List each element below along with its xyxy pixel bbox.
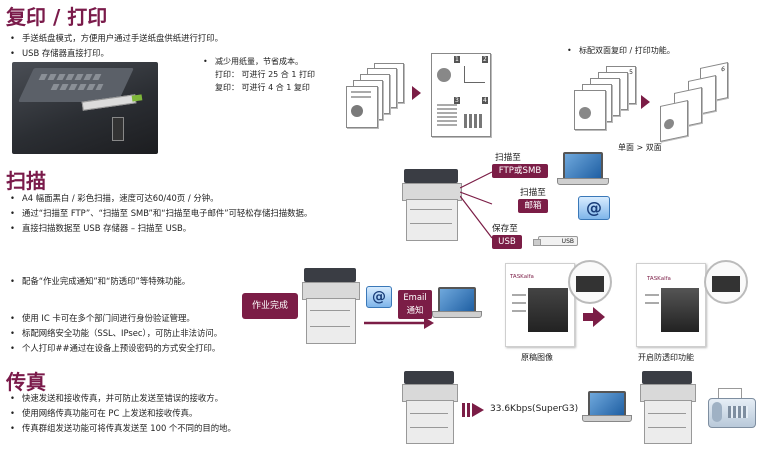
list-item: 快速发送和接收传真，并可防止发送至错误的接收方。 [10,391,236,406]
duplex-note: •标配双面复印 / 打印功能。 [567,46,675,55]
arrow-right-icon [364,317,434,329]
mfp-printer-icon [302,268,360,344]
fax-title: 传真 [6,370,46,394]
original-caption: 原稿图像 [521,353,553,362]
arrow-shaft [583,313,595,321]
list-item: A4 幅面黑白 / 彩色扫描，速度可达60/40页 / 分钟。 [10,191,312,206]
scan-usb-tag: USB [492,235,522,249]
security-bullets-bottom: 使用 IC 卡可在多个部门间进行身份验证管理。 标配网络安全功能（SSL、IPs… [10,311,222,356]
save-paper-text: •减少用纸量，节省成本。 打印： 可进行 25 合 1 打印 复印： 可进行 4… [203,57,315,92]
fax-speed: 33.6Kbps(SuperG3) [490,404,579,414]
copy-print-bullets: 手送纸盘模式，方便用户通过手送纸盘供纸进行打印。 USB 存储器直接打印。 [10,31,223,61]
list-item: 配备“作业完成通知”和“防透印”等特殊功能。 [10,274,190,289]
fax-machine-icon [708,388,756,428]
list-item: 通过“扫描至 FTP”、“扫描至 SMB”和“扫描至电子邮件”可轻松存储扫描数据… [10,206,312,221]
list-item: 使用网络传真功能可在 PC 上发送和接收传真。 [10,406,236,421]
usb-stick-label: USB [561,238,574,245]
scan-email-tag: 邮箱 [518,199,548,213]
arrow-right-icon [641,95,650,109]
list-item: 使用 IC 卡可在多个部门间进行身份验证管理。 [10,311,222,326]
antibleed-caption: 开启防透印功能 [638,353,694,362]
original-image-panel: TASKalfa [505,263,575,347]
four-in-one-page: 1 2 3 4 [431,53,491,137]
security-bullets-top: 配备“作业完成通知”和“防透印”等特殊功能。 [10,274,190,289]
job-done-badge: 作业完成 [242,293,298,319]
arrow-right-icon [412,86,421,100]
list-item: 标配网络安全功能（SSL、IPsec），可防止非法访问。 [10,326,222,341]
email-icon: @ [366,286,392,308]
email-icon: @ [578,196,610,220]
transmission-bars-icon [462,403,486,417]
scan-title: 扫描 [6,169,46,193]
mfp-printer-icon [402,371,458,444]
list-item: 直接扫描数据至 USB 存储器 – 扫描至 USB。 [10,221,312,236]
scan-target-label: 扫描至 [520,188,546,198]
list-item: 传真群组发送功能可将传真发送至 100 个不同的目的地。 [10,421,236,436]
usb-stick-icon: USB [533,236,578,246]
antibleed-image-panel: TASKalfa [636,263,706,347]
email-notice-tag: Email 通知 [398,290,432,319]
fax-bullets: 快速发送和接收传真，并可防止发送至错误的接收方。 使用网络传真功能可在 PC 上… [10,391,236,436]
list-item: 个人打印##通过在设备上预设密码的方式安全打印。 [10,341,222,356]
list-item: USB 存储器直接打印。 [10,46,223,61]
scan-bullets: A4 幅面黑白 / 彩色扫描，速度可达60/40页 / 分钟。 通过“扫描至 F… [10,191,312,236]
duplex-caption: 单面 > 双面 [618,143,662,152]
scan-ftp-smb-tag: FTP或SMB [492,164,548,178]
magnifier-icon [704,260,748,304]
scan-connector-lines [460,171,493,239]
magnifier-icon [568,260,612,304]
copy-print-title: 复印 / 打印 [6,5,108,29]
usb-port-photo [12,62,158,154]
list-item: 手送纸盘模式，方便用户通过手送纸盘供纸进行打印。 [10,31,223,46]
mfp-printer-icon [640,371,696,444]
arrow-right-icon [593,307,605,327]
mfp-printer-icon [402,169,462,241]
scan-target-label: 扫描至 [495,153,521,163]
scan-target-label: 保存至 [492,224,518,234]
